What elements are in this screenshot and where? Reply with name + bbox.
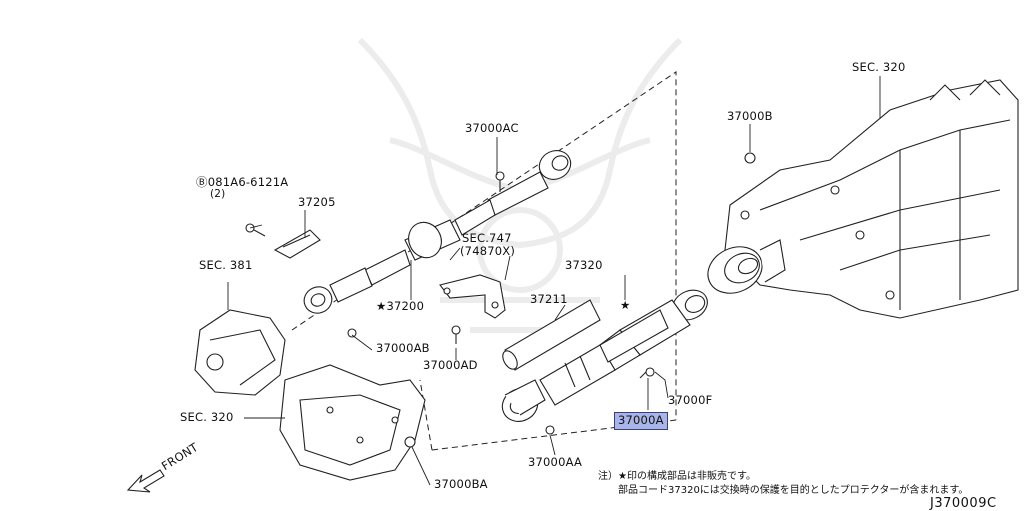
front-propeller-shaft [303, 150, 572, 314]
label-37320[interactable]: 37320 [565, 258, 603, 272]
label-37000ab[interactable]: 37000AB [376, 341, 430, 355]
label-74870x[interactable]: (74870X) [460, 244, 516, 258]
label-37000ba[interactable]: 37000BA [434, 477, 488, 491]
label-bolt-qty: (2) [210, 188, 226, 200]
transmission-housing [194, 309, 426, 481]
front-arrow-icon [126, 469, 165, 493]
diagram-code: J370009C [930, 496, 997, 511]
label-37000b[interactable]: 37000B [727, 109, 773, 123]
label-37000ad[interactable]: 37000AD [423, 358, 478, 372]
star-mark: ★ [620, 298, 631, 312]
label-37000a-highlighted[interactable]: 37000A [614, 412, 668, 430]
leader-lines [227, 76, 881, 486]
footnote-line-2: 部品コード37320には交換時の保護を目的としたプロテクターが含まれます。 [618, 485, 969, 496]
footnote-line-1: 注）★印の構成部品は非販売です。 [598, 471, 756, 482]
label-37200[interactable]: ★37200 [376, 299, 425, 313]
bolts-and-nuts [245, 152, 756, 448]
output-flange [707, 239, 786, 294]
label-37000f[interactable]: 37000F [668, 393, 713, 407]
center-bearing-bracket [439, 274, 506, 319]
label-37000aa[interactable]: 37000AA [528, 455, 583, 469]
bracket-37205 [273, 229, 321, 259]
label-37000ac[interactable]: 37000AC [465, 121, 519, 135]
label-sec-381[interactable]: SEC. 381 [199, 258, 253, 272]
label-37211[interactable]: 37211 [530, 292, 568, 306]
label-37205[interactable]: 37205 [298, 195, 336, 209]
label-sec-747[interactable]: SEC.747 [462, 231, 512, 245]
protector-tubes [502, 299, 669, 371]
label-bolt-spec[interactable]: Ⓑ081A6-6121A [196, 175, 289, 189]
label-sec-320-top[interactable]: SEC. 320 [852, 60, 906, 74]
transfer-case [724, 79, 1019, 319]
label-sec-320-left[interactable]: SEC. 320 [180, 410, 234, 424]
